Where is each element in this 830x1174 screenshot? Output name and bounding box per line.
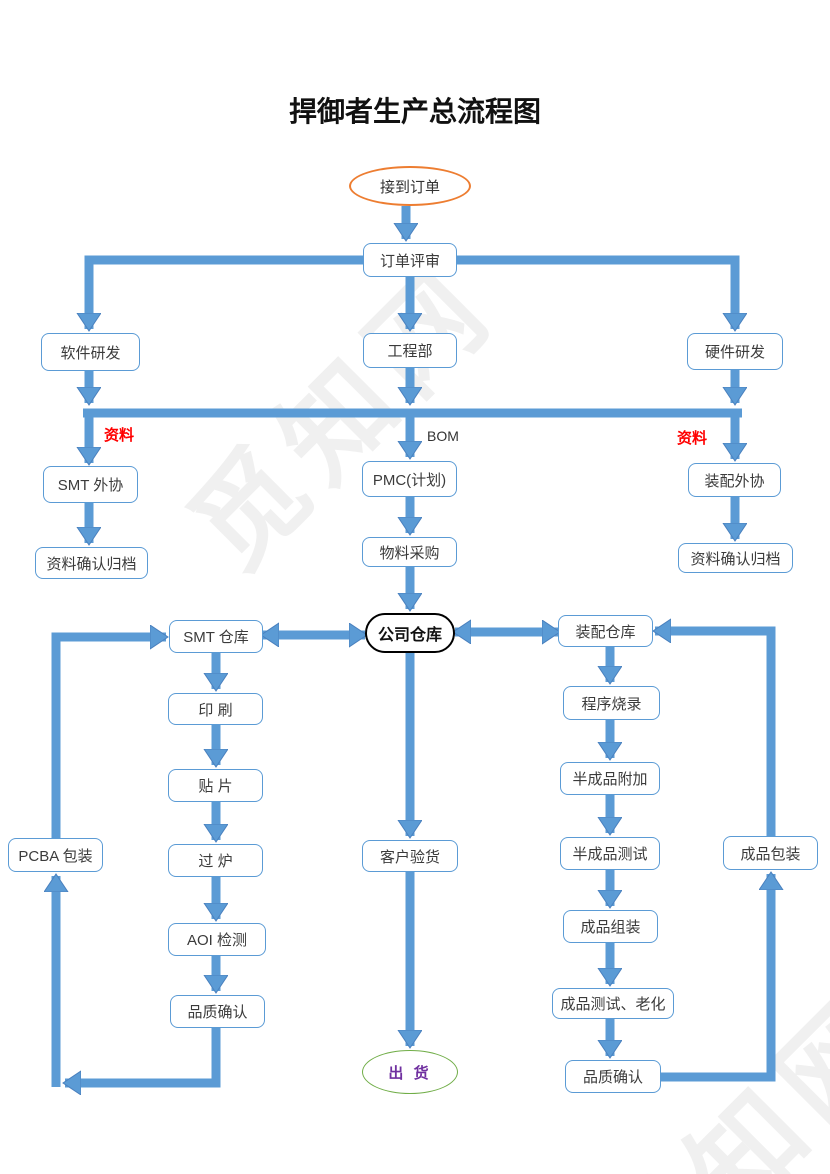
node-finished-assembly: 成品组装	[563, 910, 658, 943]
node-reflow-oven: 过 炉	[168, 844, 263, 877]
node-aoi-inspection: AOI 检测	[168, 923, 266, 956]
node-finished-packing: 成品包装	[723, 836, 818, 870]
edge-review-to-software	[89, 255, 363, 329]
label-data-right: 资料	[677, 430, 708, 447]
edge-packing-to-assembly-warehouse	[655, 631, 776, 836]
node-hardware-rd: 硬件研发	[687, 333, 783, 370]
node-assembly-outsource: 装配外协	[688, 463, 781, 497]
label-data-left: 资料	[104, 427, 135, 444]
node-pmc-plan: PMC(计划)	[362, 461, 457, 497]
node-order-review: 订单评审	[363, 243, 457, 277]
node-semi-finished-attach: 半成品附加	[560, 762, 660, 795]
node-customer-inspection: 客户验货	[362, 840, 458, 872]
node-quality-confirm-right: 品质确认	[565, 1060, 661, 1093]
node-engineering-dept: 工程部	[363, 333, 457, 368]
node-assembly-warehouse: 装配仓库	[558, 615, 653, 647]
node-semi-finished-test: 半成品测试	[560, 837, 660, 870]
edge-pcba-to-smt-warehouse	[51, 637, 166, 838]
edge-quality-to-packing	[661, 874, 771, 1082]
page-title: 捍御者生产总流程图	[288, 96, 541, 127]
node-doc-archive-right: 资料确认归档	[678, 543, 793, 573]
node-program-burning: 程序烧录	[563, 686, 660, 720]
node-finished-test-aging: 成品测试、老化	[552, 988, 674, 1019]
node-software-rd: 软件研发	[41, 333, 140, 371]
node-pcba-packing: PCBA 包装	[8, 838, 103, 872]
node-material-purchase: 物料采购	[362, 537, 457, 567]
node-shipment: 出 货	[362, 1050, 458, 1094]
edge-quality-to-loop-left	[65, 1028, 221, 1083]
edge-review-to-hardware	[457, 255, 735, 329]
node-smt-warehouse: SMT 仓库	[169, 620, 263, 653]
node-smt-outsource: SMT 外协	[43, 466, 138, 503]
label-bom: BOM	[427, 428, 459, 444]
node-printing: 印 刷	[168, 693, 263, 725]
node-doc-archive-left: 资料确认归档	[35, 547, 148, 579]
node-company-warehouse: 公司仓库	[365, 613, 455, 653]
node-smt-placement: 贴 片	[168, 769, 263, 802]
node-quality-confirm-left: 品质确认	[170, 995, 265, 1028]
node-order-received: 接到订单	[349, 166, 471, 206]
